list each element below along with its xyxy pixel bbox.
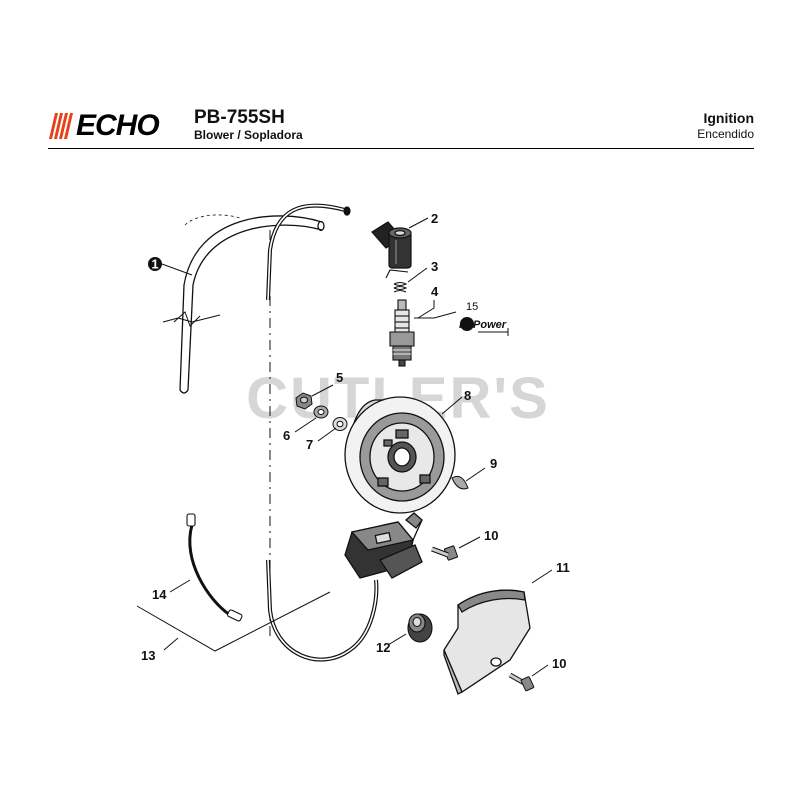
callout-8: 8 xyxy=(464,388,471,403)
callout-10-upper: 10 xyxy=(484,528,498,543)
callout-10-lower: 10 xyxy=(552,656,566,671)
diagram-header: ECHO PB-755SH Blower / Sopladora Ignitio… xyxy=(48,108,754,150)
part-4-spark-plug xyxy=(389,299,415,367)
callout-5: 5 xyxy=(336,370,343,385)
ignition-coil xyxy=(344,512,423,579)
section-subtitle: Encendido xyxy=(697,127,754,141)
callout-11: 11 xyxy=(556,560,570,575)
part-12-grommet xyxy=(407,613,433,643)
callout-6: 6 xyxy=(283,428,290,443)
part-11-cover xyxy=(443,589,531,695)
callout-9: 9 xyxy=(490,456,497,471)
part-10-bolt-coil xyxy=(431,545,458,561)
callout-15: 15 xyxy=(466,301,478,313)
part-1-lead-tube xyxy=(162,214,325,394)
logo-stripes-icon xyxy=(49,113,73,139)
part-14-ground-wire xyxy=(186,513,243,622)
model-subtitle: Blower / Sopladora xyxy=(194,128,303,142)
callouts: 1 2 3 4 15 5 6 7 8 9 10 11 14 13 12 10 xyxy=(141,211,570,671)
part-9-key xyxy=(451,475,469,490)
callout-14: 14 xyxy=(152,587,167,602)
repower-badge: RePower xyxy=(459,317,509,336)
callout-1: 1 xyxy=(151,257,158,272)
part-8-flywheel xyxy=(344,396,456,514)
part-7-washer xyxy=(332,417,348,431)
part-2-plug-cap xyxy=(371,221,412,269)
callout-3: 3 xyxy=(431,259,438,274)
callout-1-marker xyxy=(148,257,162,271)
part-10-bolt-cover xyxy=(508,672,535,692)
brand-wordmark: ECHO xyxy=(76,109,160,142)
callout-4: 4 xyxy=(431,284,439,299)
callout-2: 2 xyxy=(431,211,438,226)
model-number: PB-755SH xyxy=(194,107,285,128)
header-rule xyxy=(48,148,754,149)
repower-label: RePower xyxy=(459,319,507,331)
callout-12: 12 xyxy=(376,640,390,655)
part-6-washer xyxy=(313,405,329,419)
leader-lines xyxy=(136,217,553,677)
part-3-spring xyxy=(385,269,409,293)
ignition-cable xyxy=(266,203,379,662)
callout-7: 7 xyxy=(306,437,313,452)
part-5-nut xyxy=(295,392,313,410)
section-title: Ignition xyxy=(703,110,754,126)
callout-13: 13 xyxy=(141,648,155,663)
echo-logo: ECHO xyxy=(48,110,188,142)
